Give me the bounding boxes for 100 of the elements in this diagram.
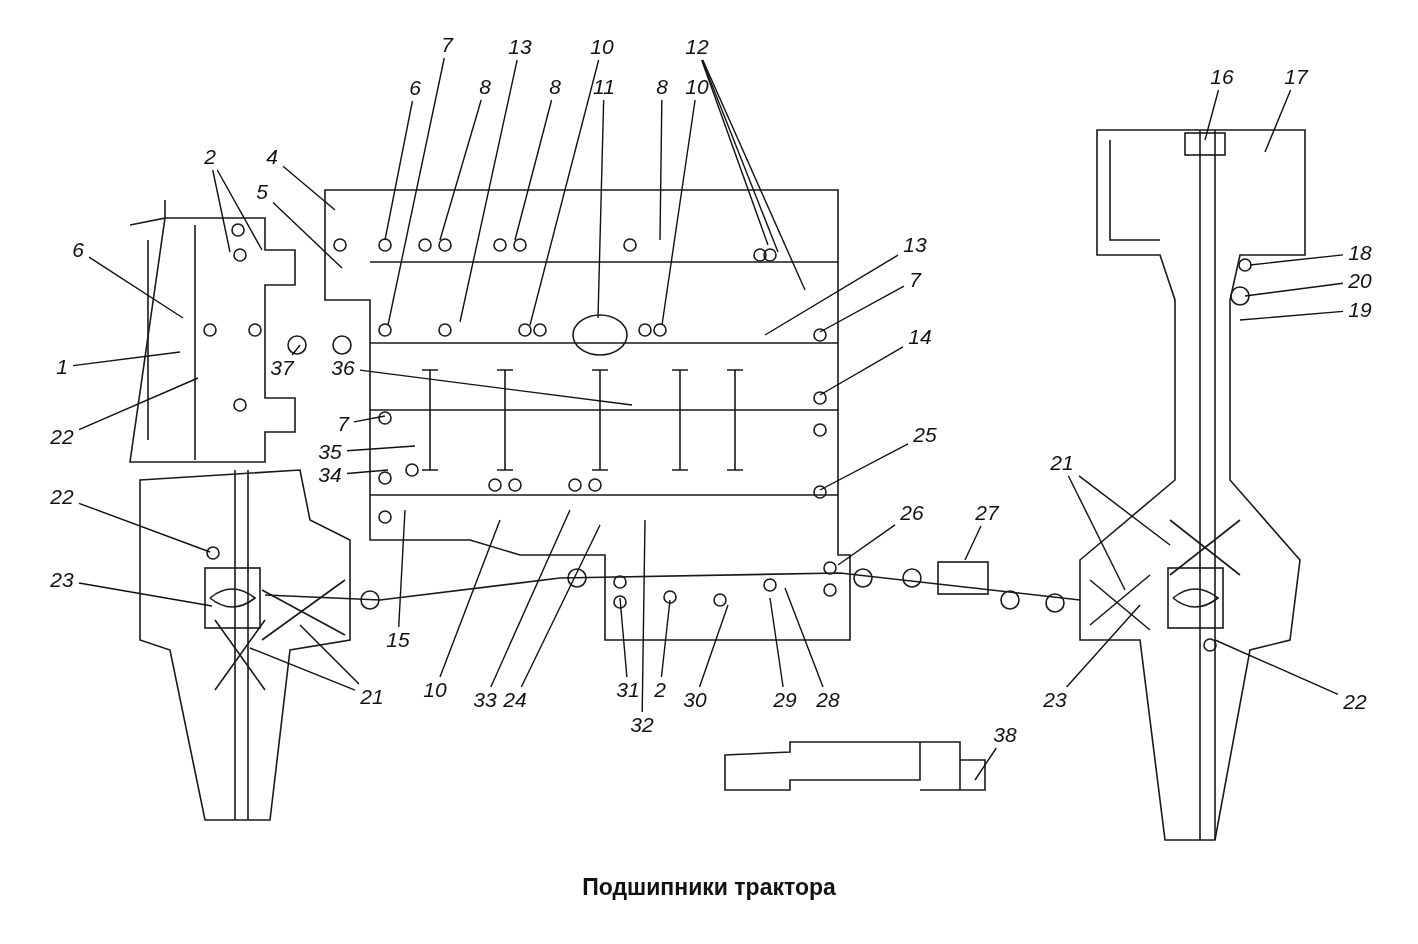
leader-line	[641, 519, 646, 713]
leader-line	[660, 599, 671, 678]
leader-line	[459, 59, 518, 323]
callout-number: 13	[903, 234, 927, 256]
leader-line	[819, 443, 909, 491]
callout-number: 12	[685, 36, 709, 58]
callout-number: 7	[441, 34, 453, 56]
callout-number: 6	[409, 77, 421, 99]
callout-number: 2	[204, 146, 216, 168]
leader-line	[784, 587, 824, 688]
callout-number: 14	[908, 326, 932, 348]
leader-line	[78, 377, 199, 431]
leader-line	[398, 509, 406, 628]
callout-number: 1	[56, 356, 68, 378]
callout-number: 4	[266, 146, 278, 168]
leader-line	[1065, 604, 1141, 688]
leader-line	[837, 524, 896, 566]
leader-line	[1078, 475, 1171, 546]
leader-line	[88, 256, 184, 319]
leader-line	[1067, 475, 1126, 591]
callout-number: 10	[685, 76, 709, 98]
callout-number: 30	[683, 689, 707, 711]
callout-number: 8	[479, 76, 491, 98]
callout-number: 16	[1210, 66, 1234, 88]
callout-number: 27	[975, 502, 999, 524]
callout-number: 7	[909, 269, 921, 291]
callout-number: 38	[993, 724, 1017, 746]
callout-number: 35	[318, 441, 342, 463]
callout-number: 26	[900, 502, 924, 524]
callout-number: 18	[1348, 242, 1372, 264]
callout-number: 24	[503, 689, 527, 711]
leader-line	[78, 502, 211, 553]
leader-line	[819, 346, 904, 396]
leader-line	[72, 351, 181, 367]
leader-line	[974, 747, 998, 781]
callout-number: 23	[1043, 689, 1067, 711]
callout-number: 32	[630, 714, 654, 736]
leader-line	[353, 415, 386, 423]
callout-number: 8	[549, 76, 561, 98]
leader-line	[359, 369, 633, 406]
callout-number: 31	[616, 679, 640, 701]
leader-line	[346, 469, 389, 475]
callout-number: 6	[72, 239, 84, 261]
leader-line	[964, 525, 982, 561]
leader-line	[514, 99, 553, 241]
leader-line	[764, 254, 899, 336]
leader-line	[384, 100, 414, 241]
callout-number: 25	[913, 424, 937, 446]
leader-line	[1239, 310, 1344, 321]
leader-line	[249, 647, 356, 691]
callout-number: 22	[50, 486, 74, 508]
leader-line	[439, 99, 482, 241]
leader-line	[282, 165, 336, 211]
leader-line	[299, 624, 360, 685]
callout-number: 22	[1343, 691, 1367, 713]
leader-line	[529, 59, 600, 326]
leader-line	[1204, 89, 1220, 141]
leader-line	[387, 57, 445, 326]
callout-number: 10	[590, 36, 614, 58]
leader-line	[291, 344, 301, 356]
callout-number: 36	[331, 357, 355, 379]
leader-line	[769, 597, 784, 688]
callout-number: 33	[473, 689, 497, 711]
leader-line	[619, 597, 628, 678]
leader-line	[661, 99, 696, 326]
leader-line	[701, 59, 779, 253]
callout-number: 21	[1050, 452, 1074, 474]
callout-number: 29	[773, 689, 797, 711]
callout-number: 37	[270, 357, 294, 379]
leader-line	[520, 524, 601, 688]
leader-line	[78, 582, 213, 607]
callout-number: 22	[50, 426, 74, 448]
leader-line	[1214, 639, 1339, 696]
callout-number: 10	[423, 679, 447, 701]
leader-line	[597, 99, 605, 319]
leader-line	[1264, 89, 1292, 153]
leader-line	[702, 59, 806, 291]
callout-number: 23	[50, 569, 74, 591]
leader-line	[1244, 282, 1344, 297]
callout-number: 28	[816, 689, 840, 711]
callout-number: 5	[256, 181, 268, 203]
diagram-title: Подшипники трактора	[582, 874, 836, 901]
callout-number: 13	[508, 36, 532, 58]
callout-number: 20	[1348, 270, 1372, 292]
leader-line	[212, 169, 231, 253]
callout-number: 34	[318, 464, 342, 486]
callout-number: 11	[593, 76, 615, 98]
leader-line	[659, 99, 663, 241]
leader-line	[700, 59, 769, 246]
leader-line	[1249, 254, 1344, 266]
callout-number: 8	[656, 76, 668, 98]
leader-line	[698, 604, 729, 688]
callout-number: 17	[1284, 66, 1308, 88]
callout-number: 7	[337, 413, 349, 435]
leader-line	[272, 201, 343, 269]
leader-line	[490, 509, 571, 688]
callout-number: 15	[386, 629, 410, 651]
leader-line	[216, 169, 263, 251]
callout-number: 21	[360, 686, 384, 708]
callout-number: 2	[654, 679, 666, 701]
